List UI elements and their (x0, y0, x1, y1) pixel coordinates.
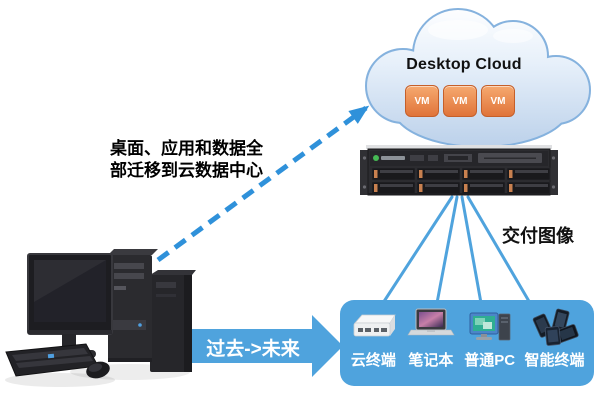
device-item-smart-terminal: 智能终端 (525, 307, 585, 370)
migration-note-line2: 部迁移到云数据中心 (110, 161, 263, 180)
pc-monitor (27, 253, 113, 358)
device-label: 云终端 (350, 352, 396, 369)
laptop-icon (407, 308, 455, 336)
vm-badge: VM (405, 85, 439, 117)
device-label: 普通PC (464, 352, 516, 369)
desktop-cloud-title: Desktop Cloud (406, 56, 522, 73)
desktop-pc-icon (469, 312, 511, 341)
device-label: 笔记本 (408, 352, 454, 369)
pc-tower-rear (150, 270, 196, 372)
vm-row: VM VM VM (405, 85, 515, 117)
cloud-shape (365, 8, 591, 148)
server-right-ear (549, 150, 558, 195)
vm-badge: VM (481, 85, 515, 117)
past-to-future-arrow (175, 315, 343, 377)
pc-keyboard (5, 343, 99, 377)
old-desktop-pc-image (5, 249, 196, 387)
server-drive-bays (371, 167, 551, 195)
endpoint-devices-panel: 云终端 笔记本 (340, 300, 594, 386)
past-to-future-label: 过去->未来 (206, 339, 300, 360)
pc-mouse (86, 361, 110, 379)
migration-note-line1: 桌面、应用和数据全 (110, 139, 263, 158)
device-label: 智能终端 (524, 352, 585, 369)
migration-note: 桌面、应用和数据全 部迁移到云数据中心 (110, 138, 280, 182)
server-rack-image (360, 145, 558, 196)
device-item-laptop: 笔记本 (407, 307, 455, 370)
server-brand-logo (373, 155, 379, 161)
device-item-cloud-terminal: 云终端 (349, 307, 397, 370)
delivery-image-label: 交付图像 (502, 226, 574, 246)
smartphones-icon (532, 308, 579, 346)
vm-badge: VM (443, 85, 477, 117)
device-item-desktop-pc: 普通PC (464, 307, 515, 370)
thin-client-icon (354, 314, 397, 337)
pc-tower-main (108, 249, 158, 362)
